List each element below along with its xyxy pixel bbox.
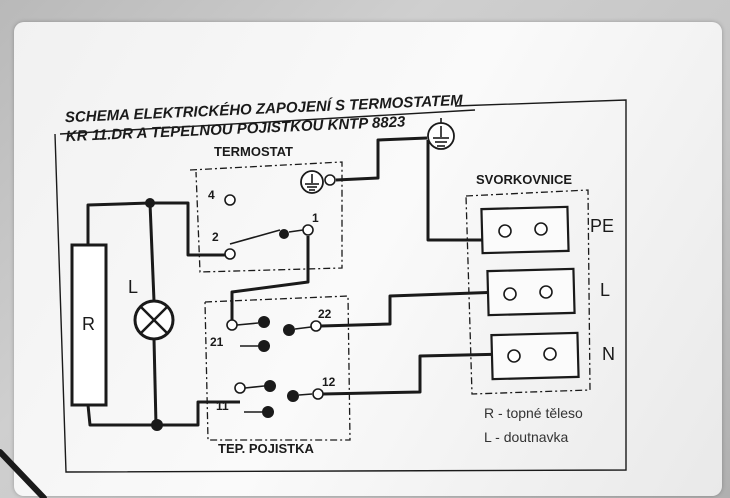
svorkovnice-box	[465, 189, 591, 395]
svorkovnice-label: SVORKOVNICE	[476, 172, 572, 187]
fuse-upper-contact-b	[283, 324, 295, 336]
termostat-link	[288, 229, 304, 233]
lamp-cross-b	[140, 306, 168, 334]
wire-ground-link	[335, 136, 428, 182]
terminal-12-label: 12	[322, 375, 336, 389]
tep-pojistka-label: TEP. POJISTKA	[218, 441, 314, 456]
fuse-lower-link-a	[244, 385, 265, 389]
fuse-upper-link-c	[294, 326, 312, 330]
legend-l: L - doutnavka	[484, 429, 569, 445]
tep-pojistka-box	[204, 295, 351, 441]
terminal-1-label: 1	[312, 211, 319, 225]
pe-terminal-block	[480, 205, 570, 255]
fuse-lower-link-c	[298, 393, 313, 396]
termostat-box	[189, 161, 343, 273]
fuse-lower-contact-a	[264, 380, 276, 392]
pe-screw-2	[534, 222, 548, 236]
terminal-12	[312, 388, 324, 400]
fuse-upper-link-a	[236, 322, 259, 326]
terminal-2-label: 2	[212, 230, 219, 244]
l-screw-1	[503, 287, 517, 301]
junction-top	[145, 198, 155, 208]
legend-r: R - topné těleso	[484, 405, 583, 421]
fuse-upper-contact-c	[258, 340, 270, 352]
termostat-label: TERMOSTAT	[214, 144, 293, 159]
terminal-22	[310, 320, 322, 332]
l-screw-2	[539, 285, 553, 299]
wire-pe	[426, 140, 498, 242]
fuse-upper-contact-a	[258, 316, 270, 328]
ground-terminal	[324, 174, 336, 186]
n-terminal-block	[490, 331, 580, 381]
terminal-4	[224, 194, 236, 206]
pe-screw-1	[498, 224, 512, 238]
terminal-4-label: 4	[208, 188, 215, 202]
frame-top-left	[59, 109, 476, 135]
fuse-lower-contact-b	[287, 390, 299, 402]
terminal-2	[224, 248, 236, 260]
wire-lamp-bottom	[152, 338, 158, 426]
l-terminal-block	[486, 267, 576, 317]
wire-termostat-fuse	[230, 236, 310, 320]
foreground-cable	[0, 449, 47, 498]
wire-bottom-left	[86, 400, 240, 427]
wire-top-left	[86, 201, 230, 257]
n-screw-1	[507, 349, 521, 363]
lamp-label: L	[128, 277, 138, 297]
termostat-switch-arm	[229, 229, 281, 245]
terminal-11	[234, 382, 246, 394]
terminal-21	[226, 319, 238, 331]
fuse-lower-contact-c	[262, 406, 274, 418]
terminal-11-label: 11	[216, 399, 229, 413]
n-label: N	[602, 344, 615, 364]
pe-label: PE	[590, 216, 614, 236]
terminal-22-label: 22	[318, 307, 332, 321]
terminal-21-label: 21	[210, 335, 224, 349]
l-label: L	[600, 280, 610, 300]
wire-lamp-top	[148, 202, 156, 302]
wire-l	[320, 290, 503, 328]
frame-border	[54, 99, 627, 473]
terminal-1	[302, 224, 314, 236]
n-screw-2	[543, 347, 557, 361]
resistor-label: R	[82, 314, 95, 334]
junction-bottom	[151, 419, 163, 431]
heating-element-icon	[70, 243, 108, 407]
termostat-contact	[279, 229, 289, 239]
wire-n	[322, 352, 509, 396]
